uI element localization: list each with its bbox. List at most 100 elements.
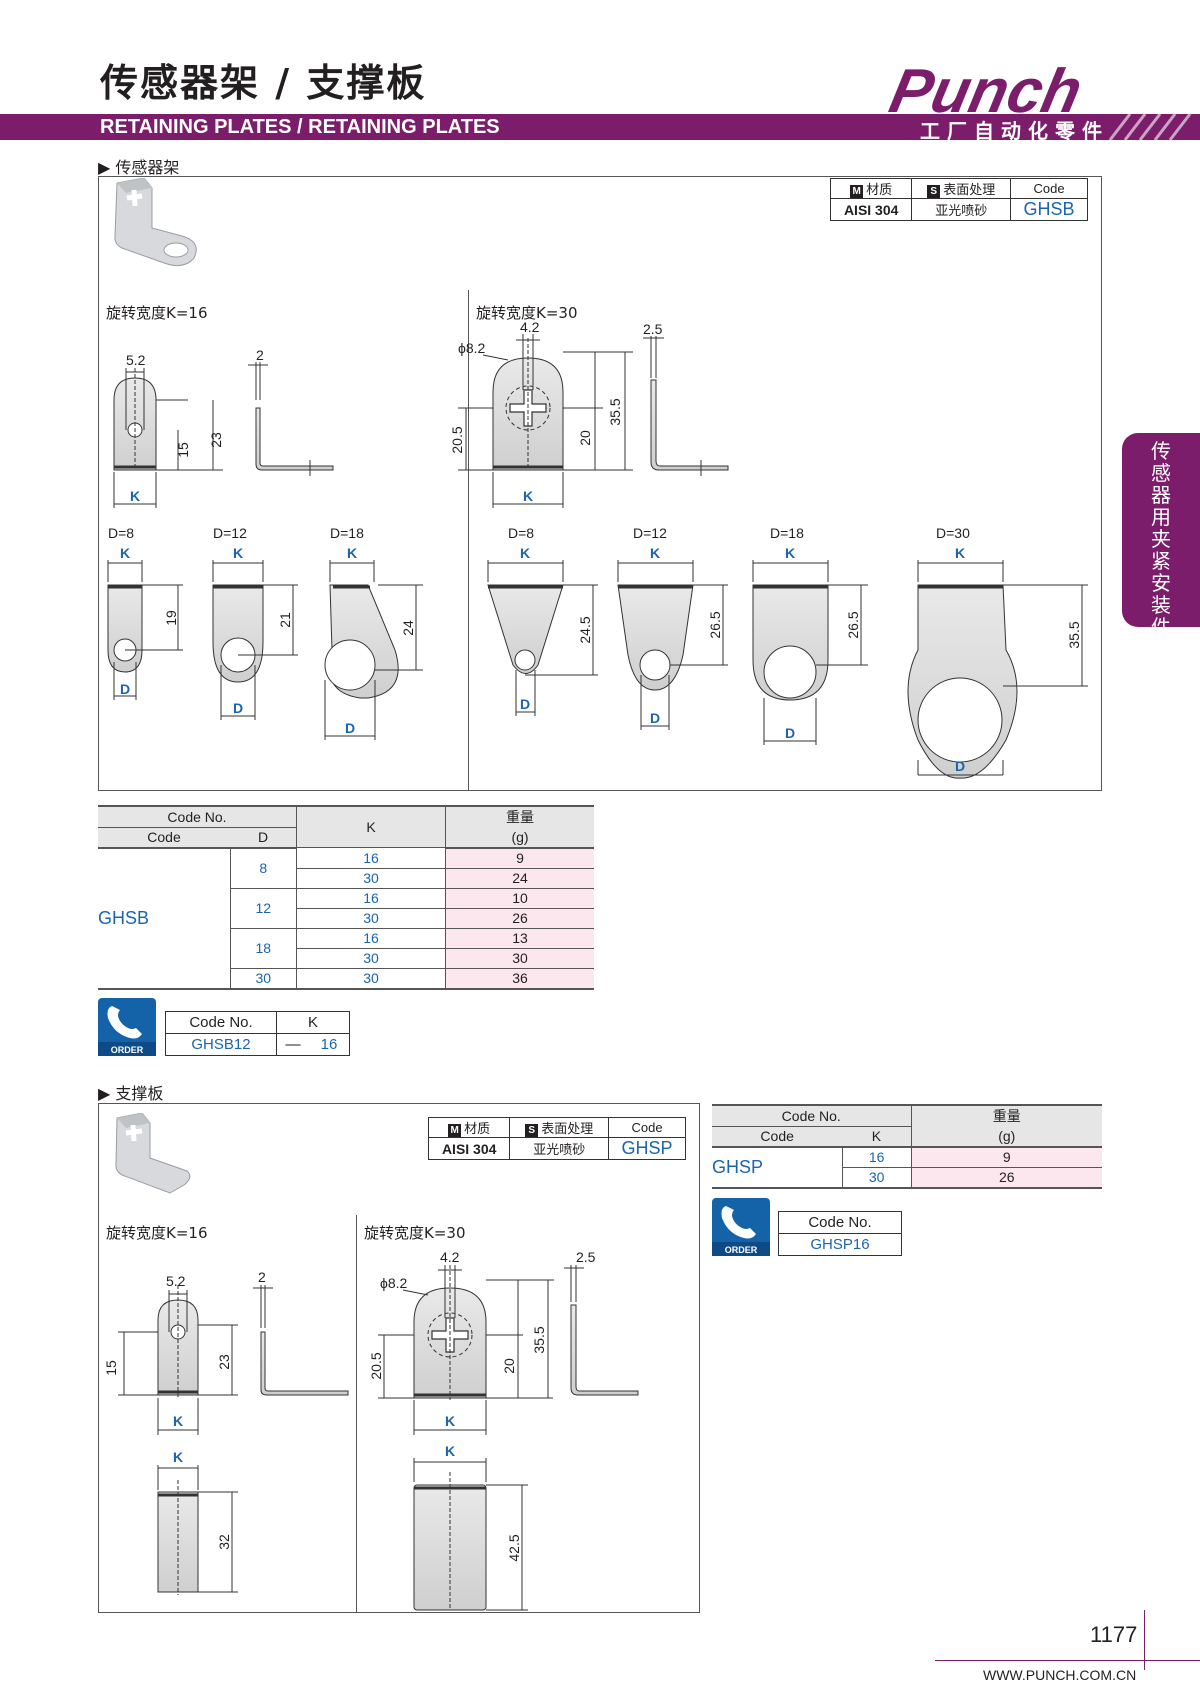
variant-k30-d18-height: 26.5: [845, 611, 861, 638]
section1-divider: [468, 290, 469, 791]
variant-k16-d12-height: 21: [277, 612, 293, 628]
footer-url[interactable]: WWW.PUNCH.COM.CN: [983, 1667, 1137, 1683]
table1-weight: 30: [445, 948, 594, 969]
s2-flat-k30-h: 42.5: [506, 1534, 522, 1561]
table-row: 12 16 10: [98, 888, 594, 929]
order-header-k: K: [276, 1011, 350, 1034]
page-subtitle: RETAINING PLATES / RETAINING PLATES: [100, 116, 500, 138]
table1-header-weight: 重量: [445, 806, 594, 827]
table1-header-unit: (g): [445, 827, 594, 849]
k16-label: 旋转宽度K=16: [106, 304, 208, 322]
triangle-icon: ▶: [98, 1084, 111, 1103]
variant-k30-d18-k: K: [785, 545, 795, 561]
surface-value: 亚光喷砂: [911, 198, 1012, 221]
page-number: 1177: [1090, 1622, 1138, 1647]
table-row: 30 30 36: [98, 968, 594, 990]
variant-k30-d30-label: D=30: [936, 525, 970, 541]
s2-dim-k16-c: 15: [103, 1360, 119, 1376]
variant-k30-d30-d: D: [955, 758, 965, 774]
table-row: 30 30: [98, 948, 594, 969]
punch-logo: Punch: [884, 57, 1200, 141]
support-plate-photo: [115, 1113, 191, 1194]
variant-k16-d18-k: K: [347, 545, 357, 561]
material-icon: M: [448, 1124, 462, 1137]
code-header: Code: [1010, 178, 1088, 199]
s2-dim-k30-k: K: [445, 1413, 455, 1429]
table1-d: 8: [229, 847, 297, 889]
table2-k: 30: [841, 1167, 911, 1189]
variant-k16-d12-label: D=12: [213, 525, 247, 541]
table1-header-codeno: Code No.: [98, 806, 297, 828]
order2-code: GHSP16: [778, 1233, 902, 1256]
side-tab[interactable]: [1122, 433, 1200, 627]
order-header-codeno: Code No.: [165, 1011, 277, 1034]
section2-drawing-frame: [98, 1103, 700, 1613]
table1-d: 12: [229, 888, 297, 929]
order-icon[interactable]: ORDER: [712, 1198, 770, 1256]
section2-divider: [356, 1215, 357, 1613]
variant-k30-d12-label: D=12: [633, 525, 667, 541]
surface-value: 亚光喷砂: [509, 1137, 610, 1160]
variant-k30-d18-label: D=18: [770, 525, 804, 541]
table2-weight: 26: [910, 1167, 1102, 1189]
table-row: 30 24: [98, 868, 594, 889]
order-k: 16: [309, 1033, 350, 1056]
ghsp-weight-table: Code No. 重量 Code K (g) GHSP 16 9 30 26: [712, 1104, 1102, 1189]
s2-dim-k30-c: 20: [501, 1358, 517, 1374]
table2-header-unit: (g): [910, 1126, 1102, 1148]
brand-name: Punch: [884, 57, 1088, 126]
material-icon: M: [850, 185, 864, 198]
s2-dim-k30-b: 2.5: [576, 1249, 596, 1265]
section2-k30-label: 旋转宽度K=30: [364, 1224, 466, 1242]
dim-k30-d: 35.5: [607, 398, 623, 425]
s2-dim-k30-a: 4.2: [440, 1249, 460, 1265]
code-header: Code: [608, 1117, 686, 1138]
variant-k30-d12-d: D: [650, 710, 660, 726]
brand-tagline: 工厂自动化零件: [920, 119, 1109, 143]
product-code: GHSB: [1010, 198, 1088, 221]
table1-d: 30: [229, 968, 297, 990]
variant-k16-d12-d: D: [233, 700, 243, 716]
table2-header-k: K: [842, 1126, 911, 1148]
variant-k16-d18-label: D=18: [330, 525, 364, 541]
section2-heading: ▶ 支撑板: [98, 1084, 164, 1103]
side-tab-label: 传感器用夹紧安装件: [1151, 439, 1171, 639]
footer-divider: [935, 1660, 1200, 1661]
s2-dim-k30-d: 35.5: [531, 1326, 547, 1353]
material-value: AISI 304: [829, 198, 913, 221]
table1-weight: 36: [445, 968, 594, 990]
ghsb-weight-table: Code No. K 重量 Code D (g) GHSB 8 16 9 30 …: [98, 805, 594, 990]
triangle-icon: ▶: [98, 158, 111, 177]
s2-dim-k30-phi: ϕ8.2: [380, 1275, 408, 1291]
dim-k16-c: 15: [175, 442, 191, 458]
dim-k30-phi: ϕ8.2: [458, 340, 486, 356]
dim-k30-a: 4.2: [520, 320, 540, 335]
section2-technical-drawing: 5.2 2 15 23 K K 32 4.2 2.5 ϕ8.2 20.5 20 …: [103, 1249, 639, 1611]
dim-k30-b: 2.5: [643, 321, 663, 337]
order-example-table: Code No. K GHSB12 — 16: [165, 1011, 350, 1056]
s2-dim-k16-d: 23: [216, 1354, 232, 1370]
sensor-bracket-photo: [114, 178, 197, 267]
table1-k: 30: [296, 968, 446, 990]
variant-k16-d8-d: D: [120, 681, 130, 697]
surface-icon: S: [525, 1124, 539, 1137]
table1-header-k: K: [296, 806, 446, 848]
footer-divider-vertical: [1144, 1610, 1145, 1670]
table-row: GHSB 8 16 9: [98, 847, 594, 990]
variant-k30-d18-d: D: [785, 725, 795, 741]
table2-header-codeno: Code No.: [712, 1105, 911, 1127]
order-icon[interactable]: ORDER: [98, 998, 156, 1056]
variant-k30-d30-k: K: [955, 545, 965, 561]
order-dash: —: [276, 1033, 309, 1056]
section2-k16-label: 旋转宽度K=16: [106, 1224, 208, 1242]
table-row: 18 16 13: [98, 928, 594, 969]
variant-k30-d12-height: 26.5: [707, 611, 723, 638]
page-title: 传感器架 / 支撑板: [100, 61, 427, 105]
variant-k30-d8-d: D: [520, 696, 530, 712]
